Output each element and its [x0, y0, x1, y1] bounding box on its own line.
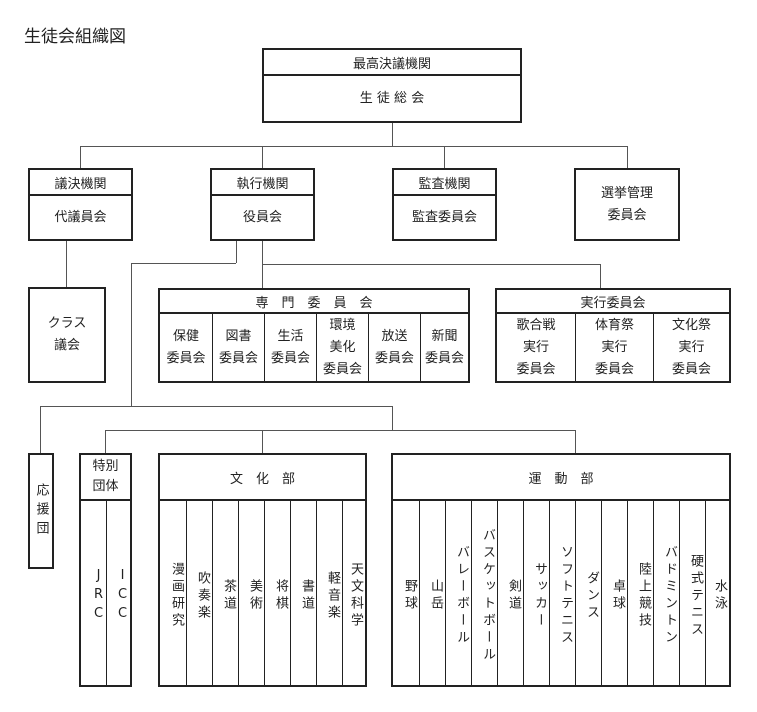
culture-club-cell: 軽音楽 [316, 501, 342, 685]
audit-body-header: 監査機関 [394, 170, 495, 196]
page-title: 生徒会組織図 [24, 27, 126, 47]
special-group-cell: JRC [91, 567, 106, 625]
sports-club-cell: ソフトテニス [549, 501, 575, 685]
special-committees-box: 専 門 委 員 会 保健 委員会 図書 委員会 生活 委員会 環境 美化 委員会… [158, 288, 470, 383]
culture-club-cell: 茶道 [212, 501, 238, 685]
officers-council-label: 役員会 [242, 209, 282, 225]
event-committee-cell: 歌合戦 実行 委員会 [516, 317, 556, 377]
committee-cell: 図書 委員会 [212, 314, 264, 381]
event-committee-cell: 文化祭 実行 委員会 [653, 314, 729, 381]
legislative-body-header: 議決機関 [30, 170, 131, 196]
culture-club-cell: 吹奏楽 [186, 501, 212, 685]
culture-club-cell: 美術 [238, 501, 264, 685]
executive-body-header: 執行機関 [212, 170, 313, 196]
culture-club-cell: 漫画研究 [169, 562, 184, 630]
audit-committee-label: 監査委員会 [411, 209, 477, 225]
culture-club-cell: 将棋 [264, 501, 290, 685]
sports-clubs-box: 運 動 部 野球 山岳 バレーボール バスケットボール 剣道 サッカー ソフトテ… [391, 453, 731, 687]
special-group-cell: ICC [106, 501, 130, 685]
class-council-box: クラス 議会 [28, 287, 106, 383]
culture-club-cell: 天文科学 [342, 501, 365, 685]
special-groups-header: 特別 団体 [81, 455, 130, 501]
sports-clubs-header: 運 動 部 [393, 455, 729, 501]
committee-cell: 生活 委員会 [264, 314, 316, 381]
committee-cell: 新聞 委員会 [420, 314, 468, 381]
event-committees-box: 実行委員会 歌合戦 実行 委員会 体育祭 実行 委員会 文化祭 実行 委員会 [495, 288, 731, 383]
committee-cell: 放送 委員会 [368, 314, 420, 381]
sports-club-cell: 山岳 [419, 501, 445, 685]
sports-club-cell: 卓球 [601, 501, 627, 685]
executive-body-box: 執行機関 役員会 [210, 168, 315, 241]
culture-club-cell: 書道 [290, 501, 316, 685]
culture-clubs-header: 文 化 部 [160, 455, 365, 501]
supreme-body-box: 最高決議機関 生 徒 総 会 [262, 48, 522, 123]
sports-club-cell: バレーボール [445, 501, 471, 685]
cheer-squad-box: 応援団 [28, 453, 54, 569]
culture-clubs-box: 文 化 部 漫画研究 吹奏楽 茶道 美術 将棋 書道 軽音楽 天文科学 [158, 453, 367, 687]
sports-club-cell: バスケットボール [471, 501, 497, 685]
sports-club-cell: 水泳 [705, 501, 729, 685]
sports-club-cell: 陸上競技 [627, 501, 653, 685]
sports-club-cell: 野球 [402, 579, 417, 613]
sports-club-cell: サッカー [523, 501, 549, 685]
special-committees-header: 専 門 委 員 会 [160, 290, 468, 314]
special-groups-box: 特別 団体 JRC ICC [79, 453, 132, 687]
committee-cell: 環境 美化 委員会 [316, 314, 368, 381]
class-council-label: クラス 議会 [47, 316, 87, 353]
supreme-body-header: 最高決議機関 [264, 50, 520, 76]
legislative-body-box: 議決機関 代議員会 [28, 168, 133, 241]
representative-council-label: 代議員会 [54, 209, 107, 225]
sports-club-cell: ダンス [575, 501, 601, 685]
sports-club-cell: バドミントン [653, 501, 679, 685]
sports-club-cell: 硬式テニス [679, 501, 705, 685]
audit-body-box: 監査機関 監査委員会 [392, 168, 497, 241]
event-committees-header: 実行委員会 [497, 290, 729, 314]
election-committee-label: 選挙管理 委員会 [600, 185, 653, 223]
event-committee-cell: 体育祭 実行 委員会 [575, 314, 653, 381]
cheer-squad-label: 応援団 [33, 482, 49, 540]
general-assembly-label: 生 徒 総 会 [359, 90, 425, 106]
election-committee-box: 選挙管理 委員会 [574, 168, 680, 241]
sports-club-cell: 剣道 [497, 501, 523, 685]
committee-cell: 保健 委員会 [166, 328, 206, 366]
